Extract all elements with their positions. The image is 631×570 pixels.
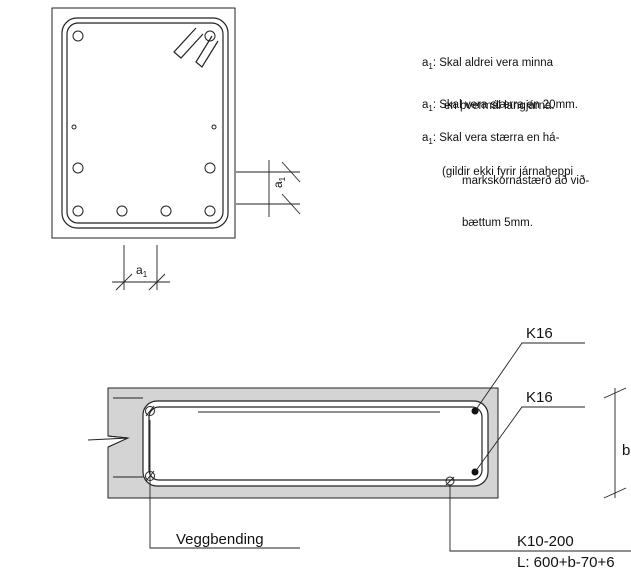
note-2-symbol: a1 bbox=[422, 99, 433, 113]
rebar-lower-left bbox=[72, 162, 84, 174]
note-1: a1: Skal aldrei vera minna en þvermál la… bbox=[422, 57, 555, 112]
label-k16-bottom: K16 bbox=[526, 389, 553, 406]
cover-dimension-right: a1 bbox=[236, 160, 301, 217]
label-k10: K10-200 bbox=[517, 533, 574, 550]
rebar-bottom-1 bbox=[72, 205, 84, 217]
stirrup-outer bbox=[61, 17, 229, 229]
stirrup-hook-a bbox=[173, 27, 204, 59]
cover-dimension-bottom: a1 bbox=[112, 245, 170, 291]
note-3-line-1: Skal vera stærra en há- bbox=[439, 132, 560, 144]
note-3: a1: Skal vera stærra en há- markskornast… bbox=[422, 132, 590, 229]
b-dimension bbox=[603, 387, 627, 499]
note-1-symbol: a1 bbox=[422, 57, 433, 71]
note-2-line-1: Skal vera stærra en 20mm. bbox=[439, 99, 578, 111]
rebar-lower-right bbox=[204, 162, 216, 174]
rebar-bottom-2 bbox=[116, 205, 128, 217]
leader-k16-top bbox=[474, 342, 585, 412]
wall-bar-top bbox=[145, 406, 155, 416]
note-1-line-2: en þvermál langjárna. bbox=[444, 100, 555, 112]
note-3-symbol: a1 bbox=[422, 132, 433, 146]
rebar-top-right bbox=[204, 30, 216, 42]
stirrup-hook-b bbox=[195, 35, 219, 68]
note-3-line-3: bættum 5mm. bbox=[462, 217, 533, 229]
dim-symbol-bottom: a1 bbox=[136, 263, 148, 279]
rebar-bottom-4 bbox=[204, 205, 216, 217]
stirrup-inner bbox=[66, 22, 224, 224]
note-2: a1: Skal vera stærra en 20mm. bbox=[422, 99, 578, 113]
break-line bbox=[87, 435, 129, 448]
rebar-mid-left bbox=[71, 124, 77, 130]
dim-symbol-right: a1 bbox=[271, 176, 287, 188]
leader-k10 bbox=[449, 485, 631, 552]
label-k16-top: K16 bbox=[526, 325, 553, 342]
rebar-top-left bbox=[72, 30, 84, 42]
wall-section: K16 K16 b Veggbending K10-200 L: 600+b-7… bbox=[87, 325, 631, 570]
note-1-line-1: Skal aldrei vera minna bbox=[439, 57, 554, 69]
label-wall-bend: Veggbending bbox=[176, 531, 264, 548]
label-b: b bbox=[622, 442, 630, 459]
concrete-outline bbox=[51, 7, 236, 239]
rebar-cage-inner bbox=[148, 406, 483, 481]
leader-k16-bottom bbox=[474, 406, 585, 473]
rebar-mid-right bbox=[211, 124, 217, 130]
leader-wall-bend bbox=[149, 420, 300, 549]
note-footer: (gildir ekki fyrir járnaheppi bbox=[442, 166, 574, 178]
rebar-bottom-3 bbox=[160, 205, 172, 217]
label-length: L: 600+b-70+6 bbox=[517, 554, 615, 570]
column-cross-section: a1 a1 bbox=[51, 7, 301, 291]
note-3-line-2: markskornastærð að við- bbox=[462, 175, 590, 187]
